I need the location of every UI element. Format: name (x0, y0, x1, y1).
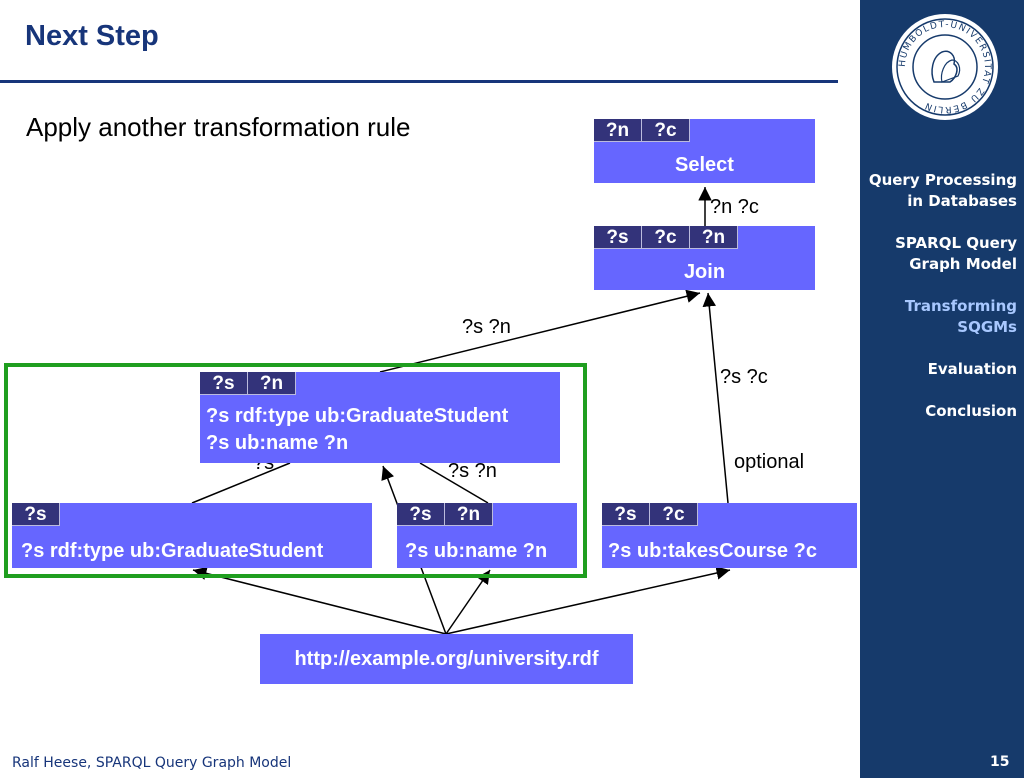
edge-label-course-join: ?s ?c (720, 366, 768, 388)
sidebar-nav: Query Processing in Databases SPARQL Que… (862, 170, 1017, 443)
edge-label-name-merged: ?s ?n (448, 460, 497, 482)
edge-source-to-name (445, 569, 491, 635)
sidebar-item-sqgm[interactable]: SPARQL Query Graph Model (895, 234, 1017, 273)
edge-label-join-select: ?n ?c (710, 196, 759, 218)
graduate-pattern-operator: ?s ?s rdf:type ub:GraduateStudent (12, 503, 372, 568)
course-var: ?c (650, 503, 698, 526)
transformation-highlight-frame (4, 363, 587, 578)
name-vars: ?s ?n (397, 503, 493, 526)
title-underline (0, 80, 838, 83)
edge-course-to-join (702, 292, 729, 504)
merged-var: ?n (248, 372, 296, 395)
select-vars: ?n ?c (594, 119, 690, 142)
edge-label-merged-join: ?s ?n (462, 316, 511, 338)
sidebar (860, 0, 1024, 778)
name-pattern-operator: ?s ?n ?s ub:name ?n (397, 503, 577, 568)
join-label: Join (683, 261, 726, 283)
edge-label-optional: optional (734, 451, 805, 473)
merged-pattern-operator: ?s ?n ?s rdf:type ub:GraduateStudent ?s … (200, 372, 560, 463)
name-var: ?n (445, 503, 493, 526)
merged-vars: ?s ?n (200, 372, 296, 395)
sidebar-item-transforming[interactable]: Transforming SQGMs (904, 297, 1017, 336)
join-var: ?n (690, 226, 738, 249)
course-pattern-operator: ?s ?c ?s ub:takesCourse ?c (602, 503, 857, 568)
join-vars: ?s ?c ?n (594, 226, 738, 249)
sidebar-item-conclusion[interactable]: Conclusion (925, 402, 1017, 420)
footer-author: Ralf Heese, SPARQL Query Graph Model (12, 755, 292, 771)
edge-merged-to-join (379, 289, 701, 373)
sidebar-item-evaluation[interactable]: Evaluation (927, 360, 1017, 378)
graduate-label: ?s rdf:type ub:GraduateStudent (21, 540, 324, 562)
course-var: ?s (602, 503, 650, 526)
merged-line-1: ?s rdf:type ub:GraduateStudent (206, 405, 509, 427)
edge-name-to-merged (419, 462, 489, 504)
select-var: ?c (642, 119, 690, 142)
university-seal-icon: HUMBOLDT-UNIVERSITÄT ZU BERLIN (892, 14, 998, 120)
course-vars: ?s ?c (602, 503, 698, 526)
course-label: ?s ub:takesCourse ?c (608, 540, 817, 562)
select-var: ?n (594, 119, 642, 142)
merged-var: ?s (200, 372, 248, 395)
edge-graduate-to-merged (191, 462, 291, 504)
data-source: http://example.org/university.rdf (260, 634, 633, 684)
page-number: 15 (990, 754, 1010, 770)
slide-title: Next Step (25, 20, 159, 52)
edge-source-to-graduate (192, 566, 447, 635)
join-operator: ?s ?c ?n Join (594, 226, 815, 290)
join-var: ?c (642, 226, 690, 249)
select-operator: ?n ?c Select (594, 119, 815, 183)
slide-subtitle: Apply another transformation rule (26, 112, 411, 142)
sidebar-item-query-processing[interactable]: Query Processing in Databases (868, 171, 1017, 210)
graduate-vars: ?s (12, 503, 60, 526)
name-label: ?s ub:name ?n (405, 540, 548, 562)
merged-line-2: ?s ub:name ?n (206, 432, 349, 454)
source-label: http://example.org/university.rdf (294, 648, 599, 670)
graduate-var: ?s (12, 503, 60, 526)
name-var: ?s (397, 503, 445, 526)
edge-source-to-course (445, 566, 731, 635)
join-var: ?s (594, 226, 642, 249)
select-label: Select (675, 154, 734, 176)
